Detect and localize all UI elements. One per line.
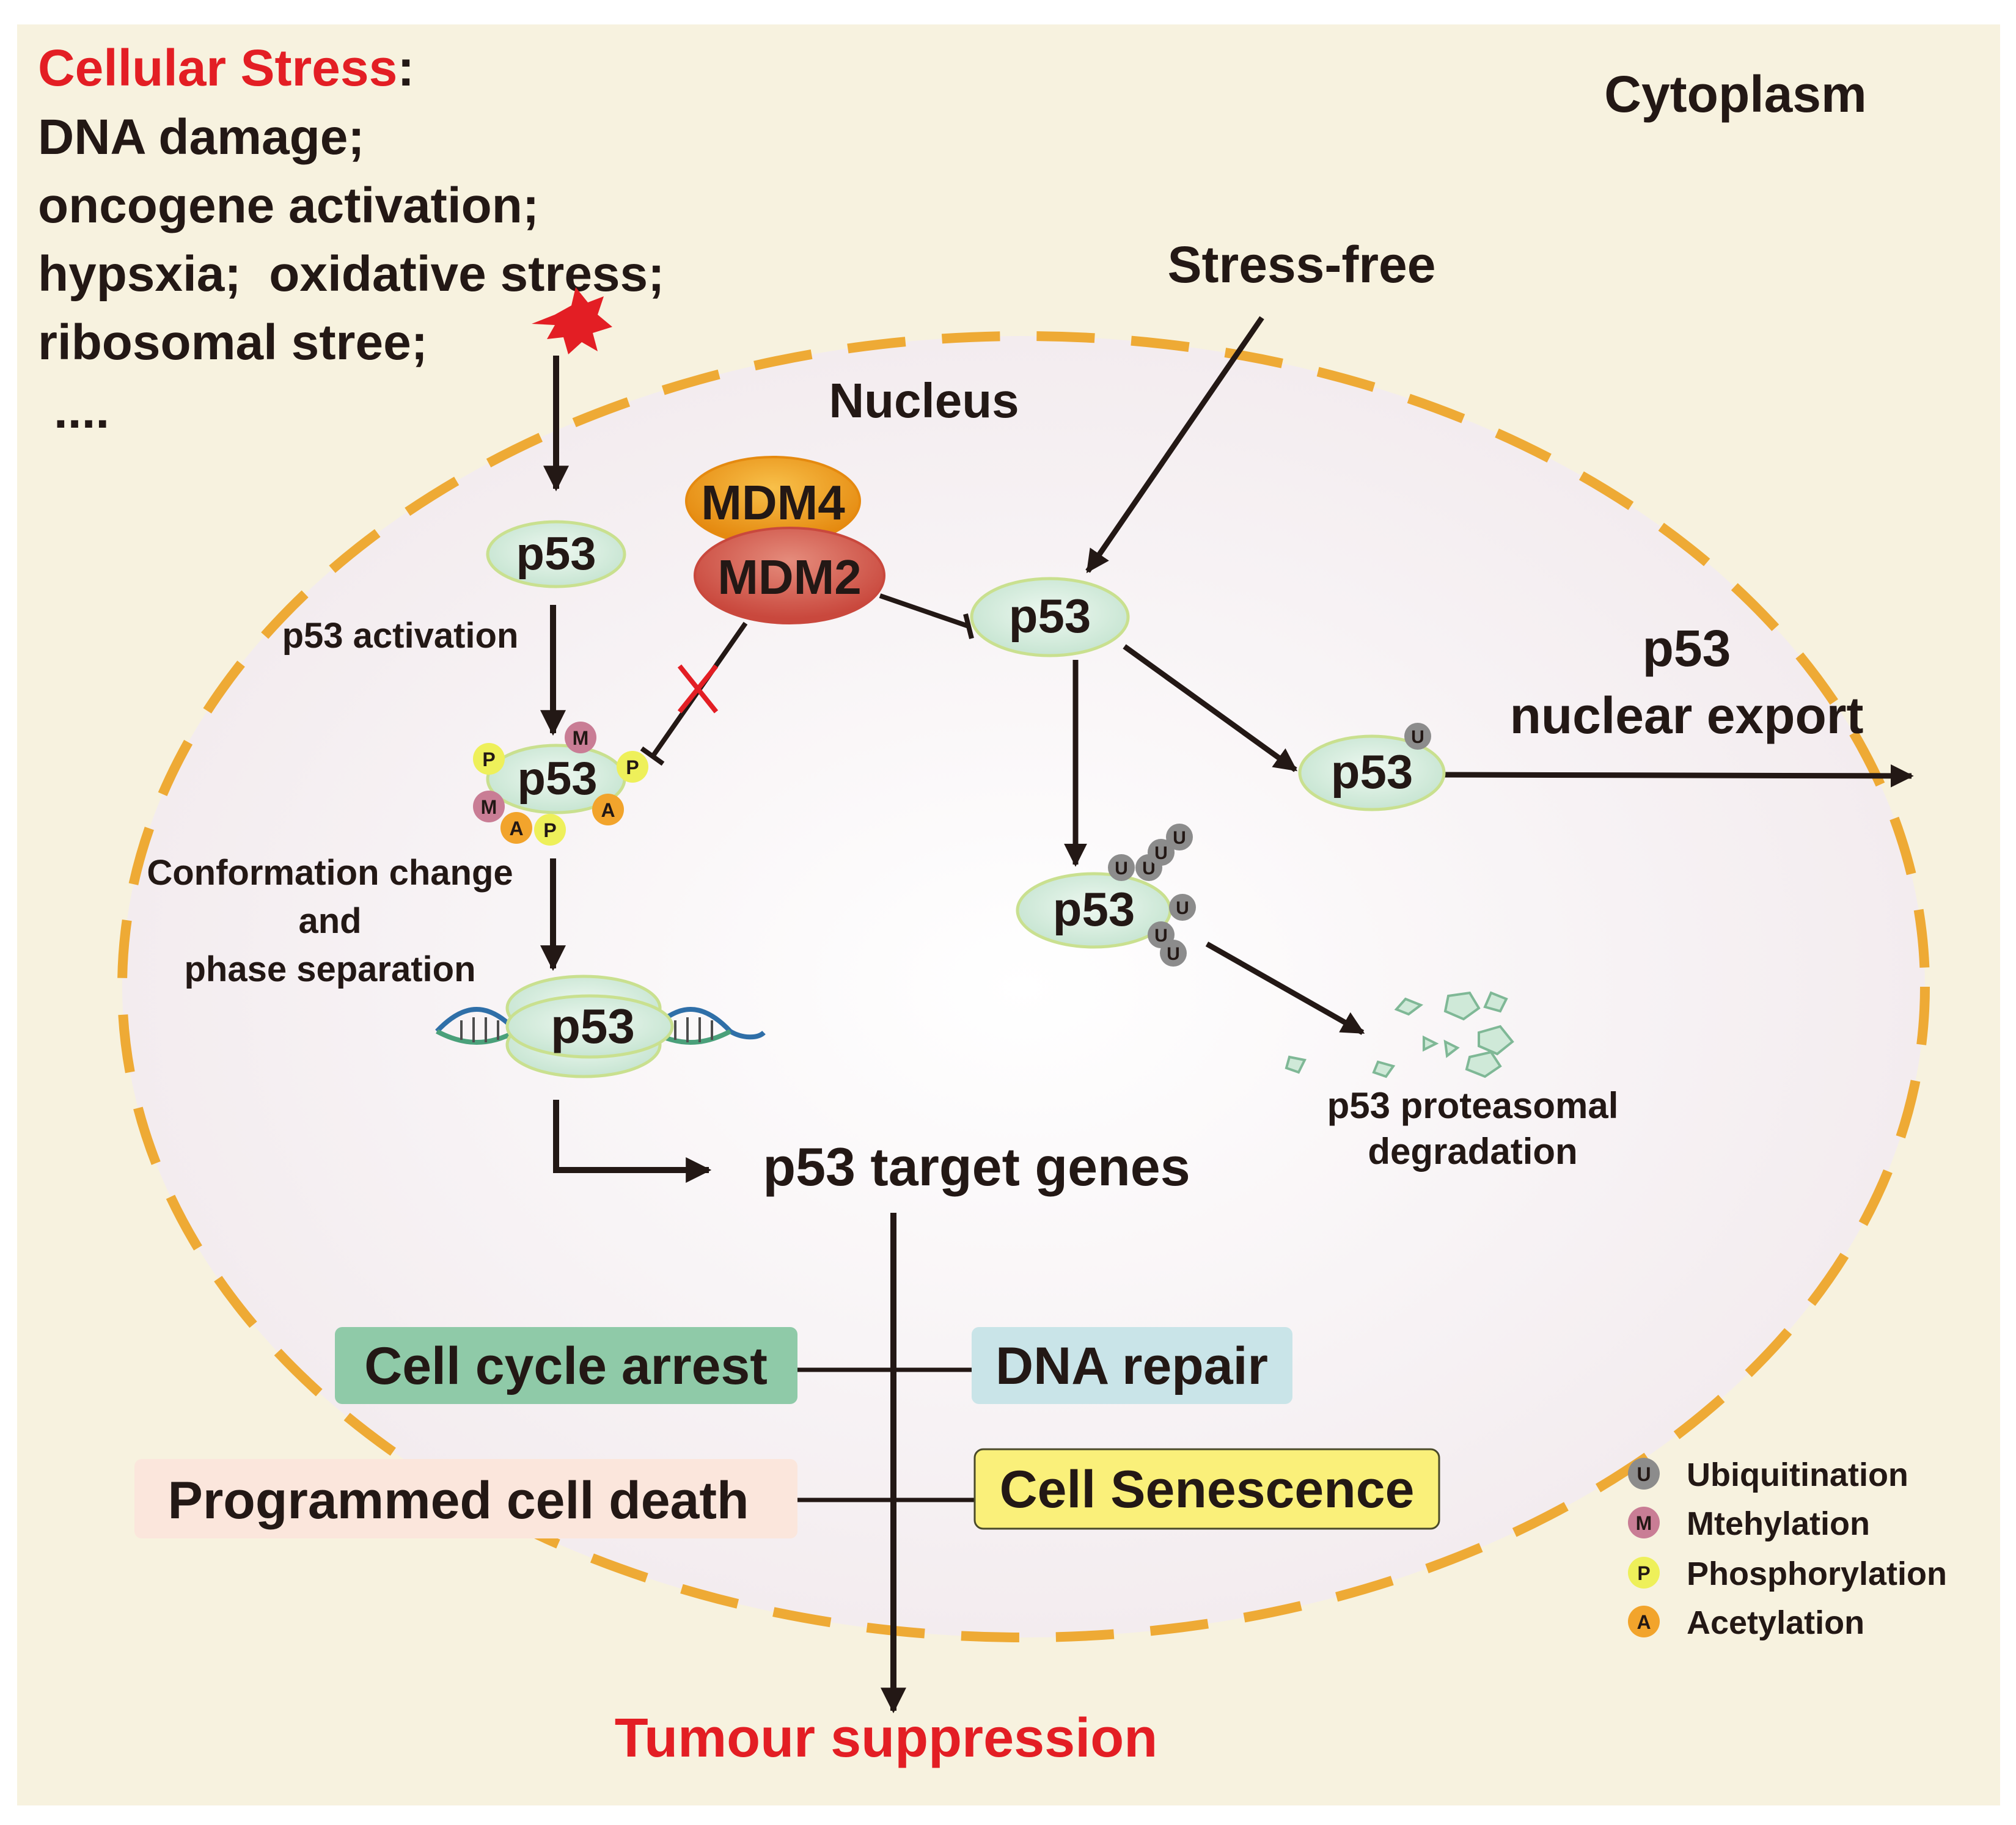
methylation-mark-icon: M	[565, 722, 596, 753]
svg-text:P: P	[543, 819, 556, 841]
ubiquitin-mark-icon: U	[1148, 839, 1175, 866]
mdm2-inhibits-p53-line	[879, 593, 970, 629]
svg-text:M: M	[481, 796, 497, 818]
arrow-to-target-genes	[553, 1100, 712, 1183]
p53-label: p53	[518, 753, 598, 805]
stress-item-hypoxia-oxidative: hypsxia; oxidative stress;	[38, 246, 664, 302]
svg-text:U: U	[1176, 898, 1189, 918]
p53-activation-label: p53 activation	[282, 616, 519, 656]
svg-text:U: U	[1154, 843, 1168, 863]
target-genes-label: p53 target genes	[763, 1136, 1190, 1197]
stress-item-oncogene: oncogene activation;	[38, 178, 539, 233]
cell-cycle-arrest-label: Cell cycle arrest	[364, 1337, 768, 1395]
ubiquitin-mark-icon: U	[1108, 854, 1135, 881]
svg-text:U: U	[1167, 944, 1180, 964]
degradation-label-line2: degradation	[1368, 1131, 1577, 1172]
svg-text:M: M	[1636, 1512, 1652, 1534]
cell-senescence-label: Cell Senescence	[1000, 1460, 1415, 1519]
svg-text:P: P	[482, 748, 495, 770]
p53-label: p53	[516, 528, 596, 580]
legend-phosphorylation-label: Phosphorylation	[1687, 1556, 1947, 1592]
nuclear-export-p53-label: p53	[1643, 620, 1731, 677]
mdm2-blocked-bar	[640, 746, 665, 766]
svg-text:M: M	[573, 727, 589, 749]
p53-protein-initial: p53	[486, 520, 626, 588]
ubiquitin-mark-icon: U	[1169, 894, 1196, 921]
mdm2-label: MDM2	[717, 550, 862, 604]
arrow-nuclear-export	[1442, 764, 1914, 788]
legend-methylation: M Mtehylation	[1628, 1505, 1870, 1542]
proteasome-fragments-icon	[1285, 991, 1514, 1078]
mdm4-label: MDM4	[701, 475, 845, 530]
outcome-dna-repair: DNA repair	[972, 1327, 1292, 1404]
nucleus-membrane	[117, 331, 1930, 1642]
p53-phase-condensate: p53	[505, 975, 674, 1078]
blocked-cross-icon	[677, 664, 719, 714]
svg-text:P: P	[1637, 1562, 1650, 1584]
legend-ubiquitination: U Ubiquitination	[1628, 1457, 1908, 1493]
svg-text:U: U	[1411, 727, 1424, 747]
modification-legend: U Ubiquitination M Mtehylation P Phospho…	[1628, 1457, 1947, 1641]
p53-protein-stress-free: p53	[970, 577, 1130, 657]
stress-starburst-icon	[532, 287, 612, 354]
mdm2-protein: MDM2	[694, 527, 885, 624]
p53-label: p53	[1009, 589, 1091, 643]
acetylation-mark-icon: A	[500, 812, 532, 844]
arrow-to-degradation	[1205, 942, 1365, 1035]
dna-repair-label: DNA repair	[995, 1337, 1268, 1395]
svg-text:A: A	[1637, 1611, 1651, 1633]
ubiquitin-mark-icon: U	[1160, 940, 1187, 967]
stress-free-label: Stress-free	[1168, 236, 1436, 293]
stress-item-dna-damage: DNA damage;	[38, 109, 365, 165]
cellular-stress-heading: Cellular Stress:	[38, 39, 414, 97]
svg-text:U: U	[1115, 858, 1128, 879]
phase-separation-label: phase separation	[184, 949, 475, 989]
stress-item-ribosomal: ribosomal stree;	[38, 315, 428, 370]
mdm2-inhibition-bar	[963, 613, 974, 639]
phosphorylation-mark-icon: P	[534, 814, 566, 846]
mdm4-protein: MDM4	[685, 456, 861, 546]
legend-phosphorylation: P Phosphorylation	[1628, 1556, 1947, 1592]
phosphorylation-mark-icon: P	[473, 743, 505, 775]
arrow-stress-free-to-p53	[1085, 316, 1264, 574]
p53-label: p53	[551, 999, 635, 1053]
degradation-label-line1: p53 proteasomal	[1327, 1085, 1619, 1126]
outcome-programmed-cell-death: Programmed cell death	[134, 1459, 797, 1538]
svg-text:U: U	[1154, 926, 1168, 946]
nucleus-label: Nucleus	[829, 373, 1019, 428]
nuclear-export-label: nuclear export	[1510, 687, 1864, 744]
legend-ubiquitination-label: Ubiquitination	[1687, 1457, 1908, 1493]
svg-text:A: A	[601, 799, 615, 821]
p53-protein-monoubiquitinated: p53 U	[1298, 723, 1446, 811]
cytoplasm-label: Cytoplasm	[1604, 65, 1866, 123]
svg-text:U: U	[1637, 1463, 1651, 1485]
p53-label: p53	[1053, 882, 1135, 936]
ubiquitin-mark-icon: U	[1404, 723, 1431, 750]
legend-acetylation: A Acetylation	[1628, 1604, 1864, 1641]
legend-methylation-label: Mtehylation	[1687, 1505, 1870, 1542]
conformation-change-label: Conformation change	[147, 853, 513, 893]
tumour-suppression-label: Tumour suppression	[615, 1708, 1157, 1769]
acetylation-mark-icon: A	[592, 794, 624, 825]
legend-acetylation-label: Acetylation	[1687, 1604, 1864, 1641]
svg-text:U: U	[1173, 828, 1186, 848]
outcome-cell-senescence: Cell Senescence	[973, 1448, 1440, 1530]
conformation-and-label: and	[298, 901, 361, 941]
p53-label: p53	[1331, 745, 1413, 799]
outcome-cell-cycle-arrest: Cell cycle arrest	[335, 1327, 797, 1404]
ubiquitin-mark-icon: U	[1166, 824, 1193, 850]
stress-item-ellipsis: ....	[54, 383, 109, 439]
p53-protein-polyubiquitinated: p53 U U U U U U U	[1016, 824, 1196, 967]
svg-text:U: U	[1142, 858, 1156, 879]
svg-text:P: P	[626, 756, 639, 778]
phosphorylation-mark-icon: P	[617, 751, 648, 783]
p53-protein-modified: p53 M P P M A P A	[473, 722, 648, 846]
programmed-cell-death-label: Programmed cell death	[167, 1471, 749, 1530]
svg-text:A: A	[509, 817, 523, 839]
methylation-mark-icon: M	[473, 791, 505, 822]
arrow-p53-to-ubiquitination	[1123, 644, 1298, 772]
